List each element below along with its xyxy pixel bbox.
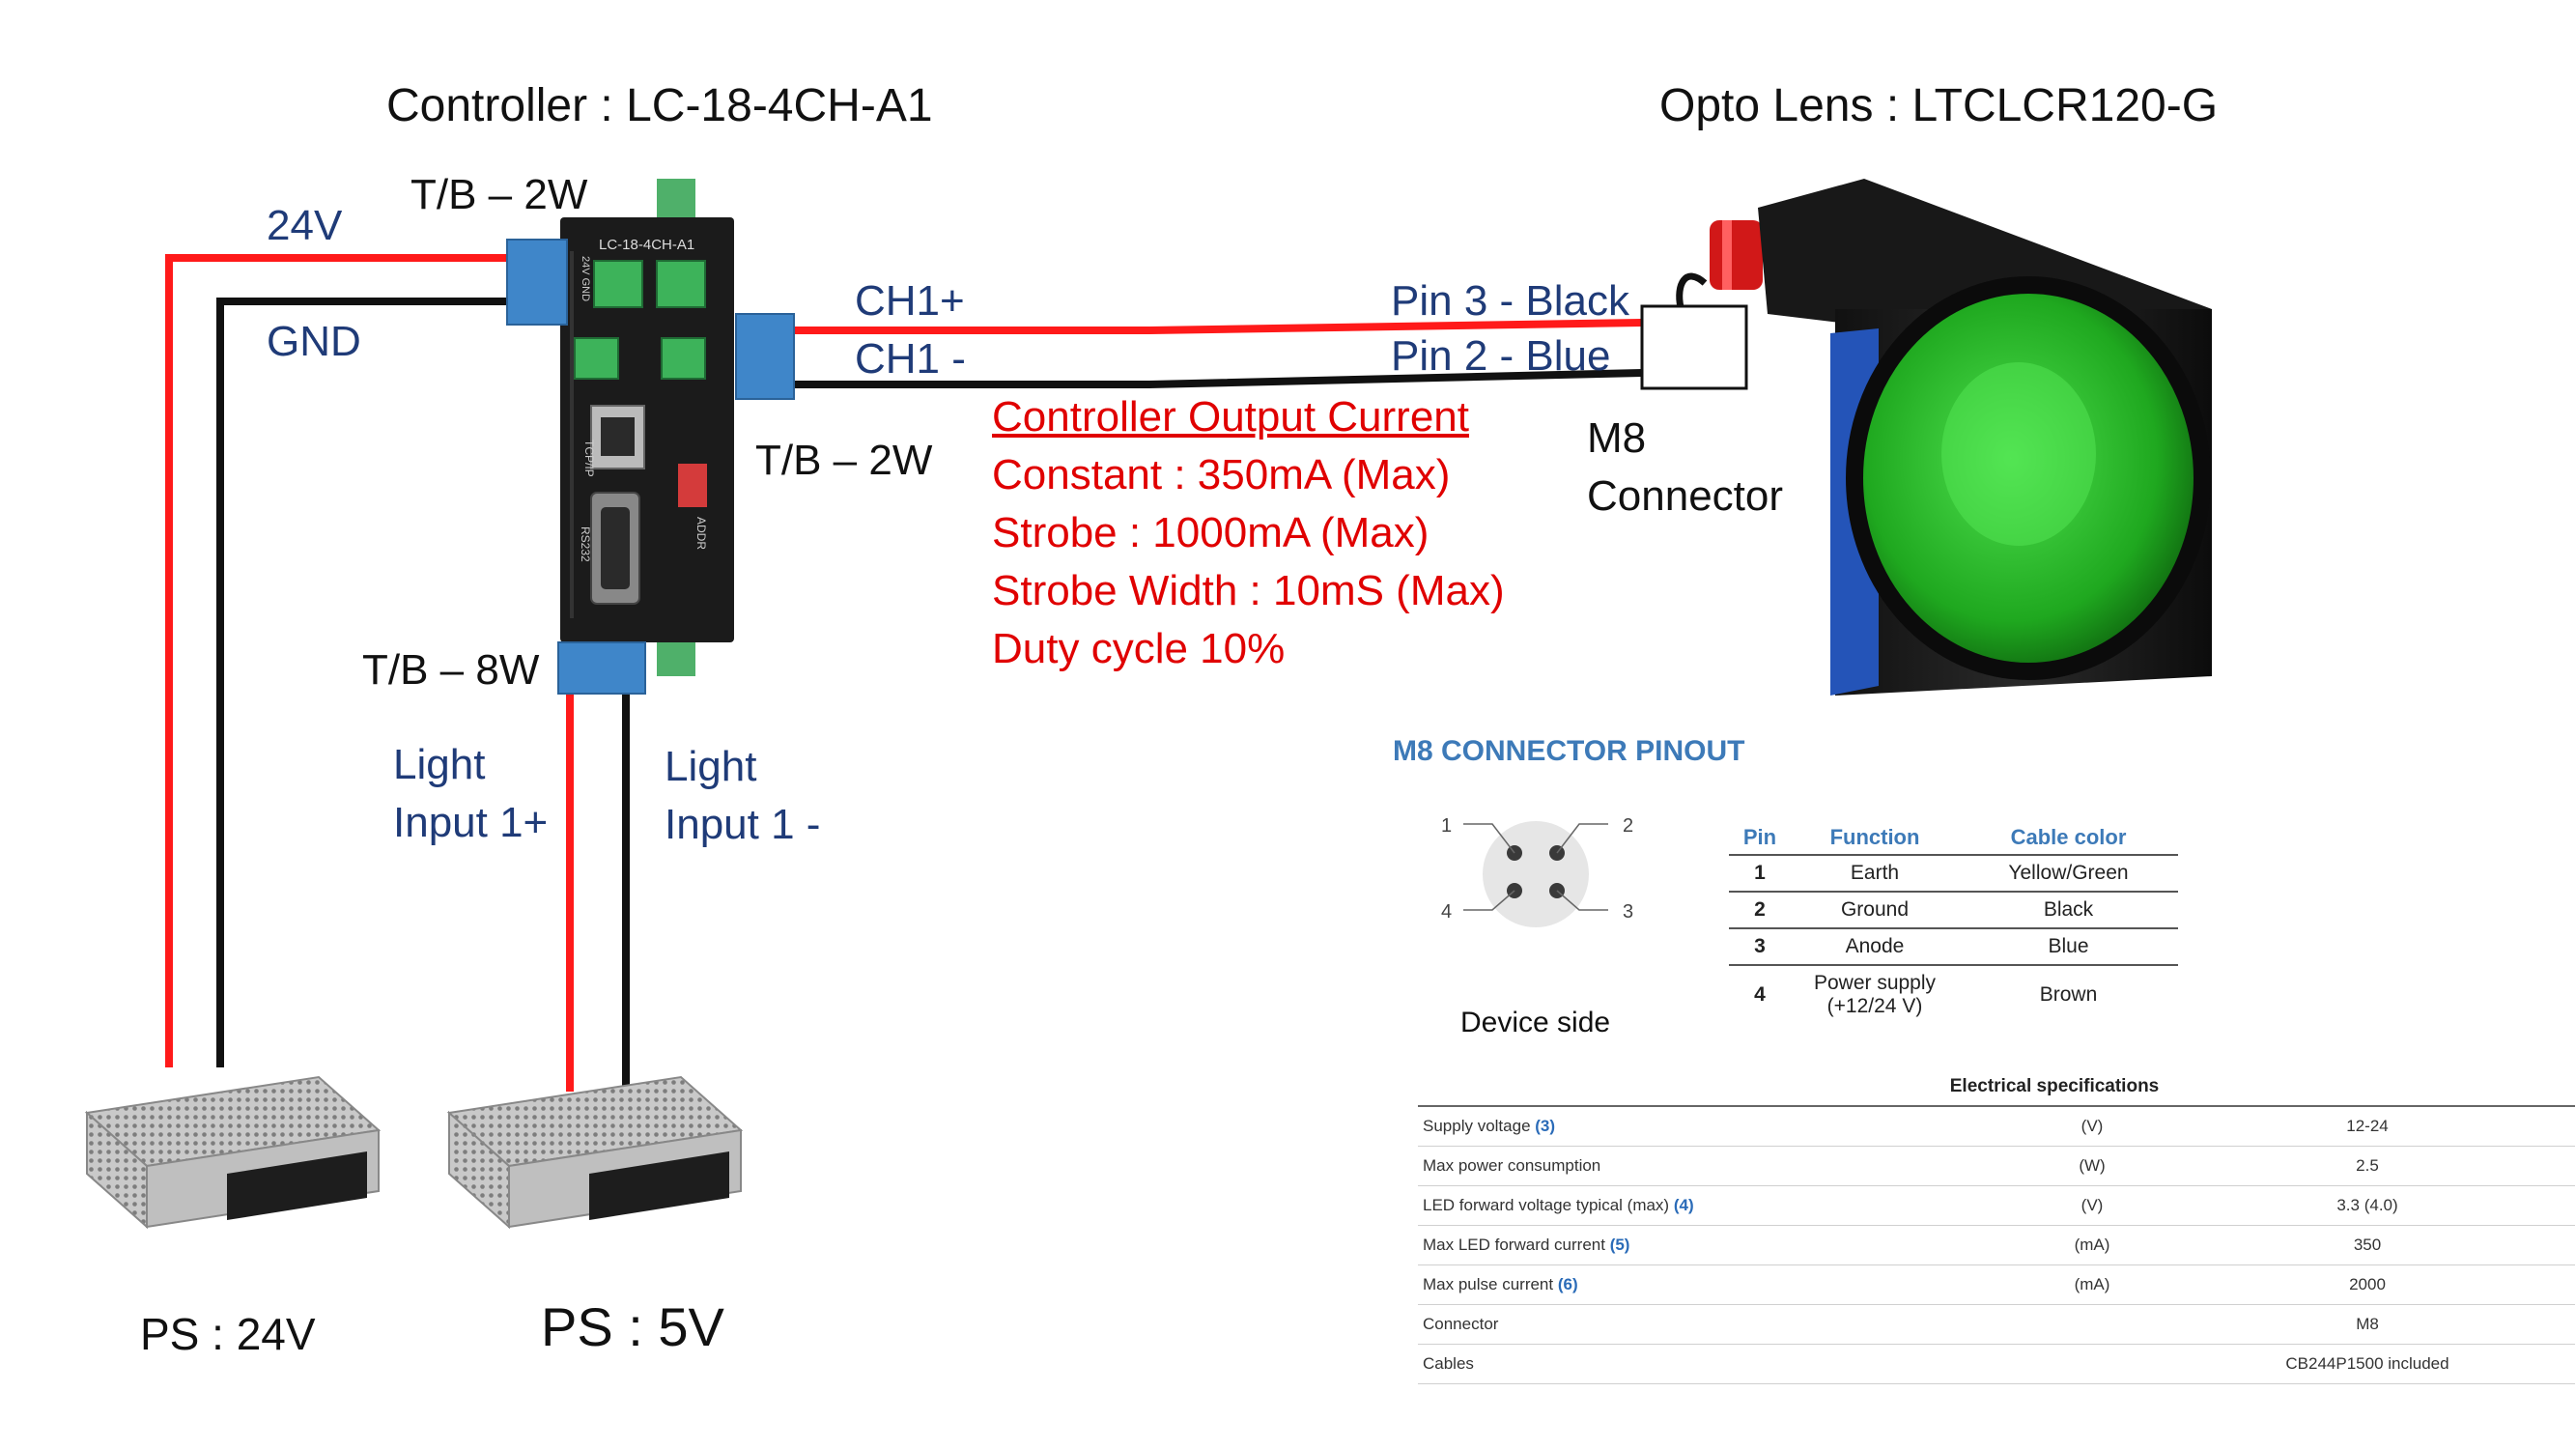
wires xyxy=(165,254,1643,1106)
controller-model-label: LC-18-4CH-A1 xyxy=(599,237,694,253)
wire-gnd xyxy=(216,298,512,1067)
lens-glass xyxy=(1846,276,2211,680)
label-light-input-minus-1: Light xyxy=(665,743,757,790)
electrical-specs-table: Electrical specifications Supply voltage… xyxy=(1418,1076,2575,1384)
rs232-label: RS232 xyxy=(579,526,592,562)
tcpip-label: TCP/IP xyxy=(582,440,596,477)
table-row: Supply voltage (3) (V) 12-24 xyxy=(1418,1106,2575,1147)
table-row: Connector M8 xyxy=(1418,1304,2575,1345)
pinout-title: M8 CONNECTOR PINOUT xyxy=(1393,735,1745,767)
m8-pin-diagram: 1 2 3 4 xyxy=(1441,815,1633,927)
label-ps-5v: PS : 5V xyxy=(541,1296,724,1357)
table-row: 3 Anode Blue xyxy=(1729,927,2178,965)
table-row: Max power consumption (W) 2.5 xyxy=(1418,1146,2575,1186)
header-cable-color: Cable color xyxy=(2010,825,2127,849)
wire-24v xyxy=(165,254,512,1067)
wire-ch1-plus xyxy=(794,319,1643,334)
label-m8: M8 xyxy=(1587,414,1647,462)
pin-1-number: 1 xyxy=(1441,815,1452,837)
label-ps-24v: PS : 24V xyxy=(140,1309,316,1359)
output-spec-line-2: Strobe : 1000mA (Max) xyxy=(992,509,1430,556)
label-light-input-plus-1: Light xyxy=(393,741,486,788)
wire-ch1-minus xyxy=(794,369,1643,388)
opto-lens xyxy=(1676,179,2212,696)
pinout-table-header: Pin Function Cable color xyxy=(1729,821,2178,855)
pin-4-number: 4 xyxy=(1441,901,1452,923)
label-pin2-blue: Pin 2 - Blue xyxy=(1391,332,1611,380)
header-function: Function xyxy=(1829,825,1920,849)
terminal-block-top xyxy=(506,239,568,326)
table-row: Cables CB244P1500 included xyxy=(1418,1344,2575,1384)
din-clip-bottom xyxy=(657,638,695,676)
label-pin3-black: Pin 3 - Black xyxy=(1391,277,1629,325)
label-tb-right: T/B – 2W xyxy=(755,437,933,484)
pin-3-number: 3 xyxy=(1623,901,1633,923)
output-current-heading: Controller Output Current xyxy=(992,393,1469,440)
terminal-block-right xyxy=(735,313,795,400)
device-side-label: Device side xyxy=(1460,1007,1611,1038)
label-ch1-plus: CH1+ xyxy=(855,277,965,325)
output-connector xyxy=(574,337,619,380)
table-row: 1 Earth Yellow/Green xyxy=(1729,854,2178,892)
table-row: LED forward voltage typical (max) (4) (V… xyxy=(1418,1185,2575,1226)
label-light-input-minus-2: Input 1 - xyxy=(665,801,821,848)
table-row: Max LED forward current (5) (mA) 350 xyxy=(1418,1225,2575,1265)
table-row: 2 Ground Black xyxy=(1729,891,2178,928)
output-spec-line-1: Constant : 350mA (Max) xyxy=(992,451,1451,498)
label-tb-bottom: T/B – 8W xyxy=(362,646,540,694)
dip-switch xyxy=(678,464,707,507)
pinout-table: Pin Function Cable color 1 Earth Yellow/… xyxy=(1729,821,2178,1024)
controller-unit: LC-18-4CH-A1 TCP/IP RS232 ADDR 24V GND xyxy=(560,179,734,676)
din-clip-top xyxy=(657,179,695,222)
lens-title: Opto Lens : LTCLCR120-G xyxy=(1659,80,2219,131)
power-supply-24v xyxy=(84,1075,382,1230)
table-row: Max pulse current (6) (mA) 2000 xyxy=(1418,1264,2575,1305)
label-connector: Connector xyxy=(1587,472,1784,520)
addr-label: ADDR xyxy=(694,517,708,550)
label-ch1-minus: CH1 - xyxy=(855,335,966,383)
m8-connector-box xyxy=(1640,304,1748,390)
lens-cable xyxy=(1676,272,1708,308)
table-row: 4 Power supply (+12/24 V) Brown xyxy=(1729,964,2178,1024)
label-light-input-plus-2: Input 1+ xyxy=(393,799,549,846)
terminal-block-bottom xyxy=(557,641,646,695)
power-supply-5v xyxy=(446,1075,744,1230)
output-spec-line-4: Duty cycle 10% xyxy=(992,625,1286,672)
label-tb-top: T/B – 2W xyxy=(410,171,588,218)
m8-connector-face xyxy=(1483,821,1589,927)
lens-cable-gland xyxy=(1710,220,1763,290)
header-pin: Pin xyxy=(1742,825,1777,849)
power-connector xyxy=(593,260,643,308)
electrical-specs-title: Electrical specifications xyxy=(1949,1076,2160,1096)
output-spec-line-3: Strobe Width : 10mS (Max) xyxy=(992,567,1505,614)
controller-title: Controller : LC-18-4CH-A1 xyxy=(386,80,933,131)
pin-2-number: 2 xyxy=(1623,815,1633,837)
label-24v: 24V xyxy=(267,202,343,249)
power-label: 24V GND xyxy=(580,256,591,301)
label-gnd: GND xyxy=(267,318,361,365)
